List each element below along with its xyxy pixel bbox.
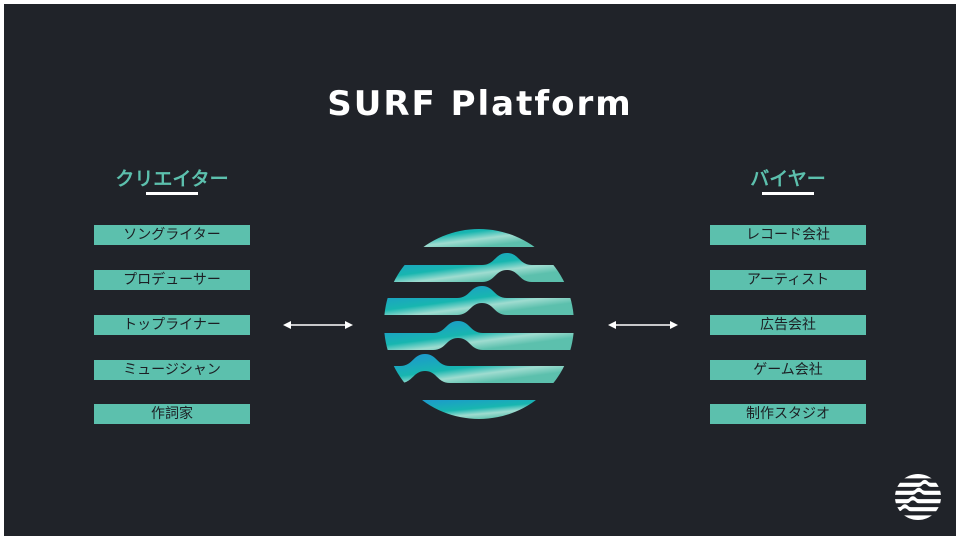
globe-band xyxy=(384,229,574,247)
corner-logo-band xyxy=(895,496,941,504)
globe-band xyxy=(384,286,574,315)
buyer-item: 広告会社 xyxy=(710,315,866,335)
buyer-item: ゲーム会社 xyxy=(710,360,866,380)
buyer-item: レコード会社 xyxy=(710,225,866,245)
creator-item: ミュージシャン xyxy=(94,360,250,380)
globe-band xyxy=(384,400,574,419)
corner-logo-band xyxy=(895,487,941,495)
corner-logo-band xyxy=(895,504,941,512)
corner-logo-band xyxy=(895,479,941,487)
creator-item: プロデューサー xyxy=(94,270,250,290)
buyer-item: 制作スタジオ xyxy=(710,404,866,424)
creator-item: トップライナー xyxy=(94,315,250,335)
corner-logo-band xyxy=(895,474,941,479)
corner-logo-icon xyxy=(895,474,941,520)
globe-band xyxy=(384,253,574,282)
globe-band xyxy=(384,321,574,350)
buyer-item: アーティスト xyxy=(710,270,866,290)
left-double-arrow-icon xyxy=(283,321,353,329)
page-title: SURF Platform xyxy=(327,84,633,124)
creators-underline xyxy=(146,192,198,195)
creator-item: 作詞家 xyxy=(94,404,250,424)
buyers-heading: バイヤー xyxy=(750,168,826,190)
globe-band xyxy=(384,354,574,383)
corner-logo-band xyxy=(895,515,941,520)
creator-item: ソングライター xyxy=(94,225,250,245)
right-double-arrow-icon xyxy=(608,321,678,329)
buyers-underline xyxy=(762,192,814,195)
creators-heading: クリエイター xyxy=(115,168,229,190)
